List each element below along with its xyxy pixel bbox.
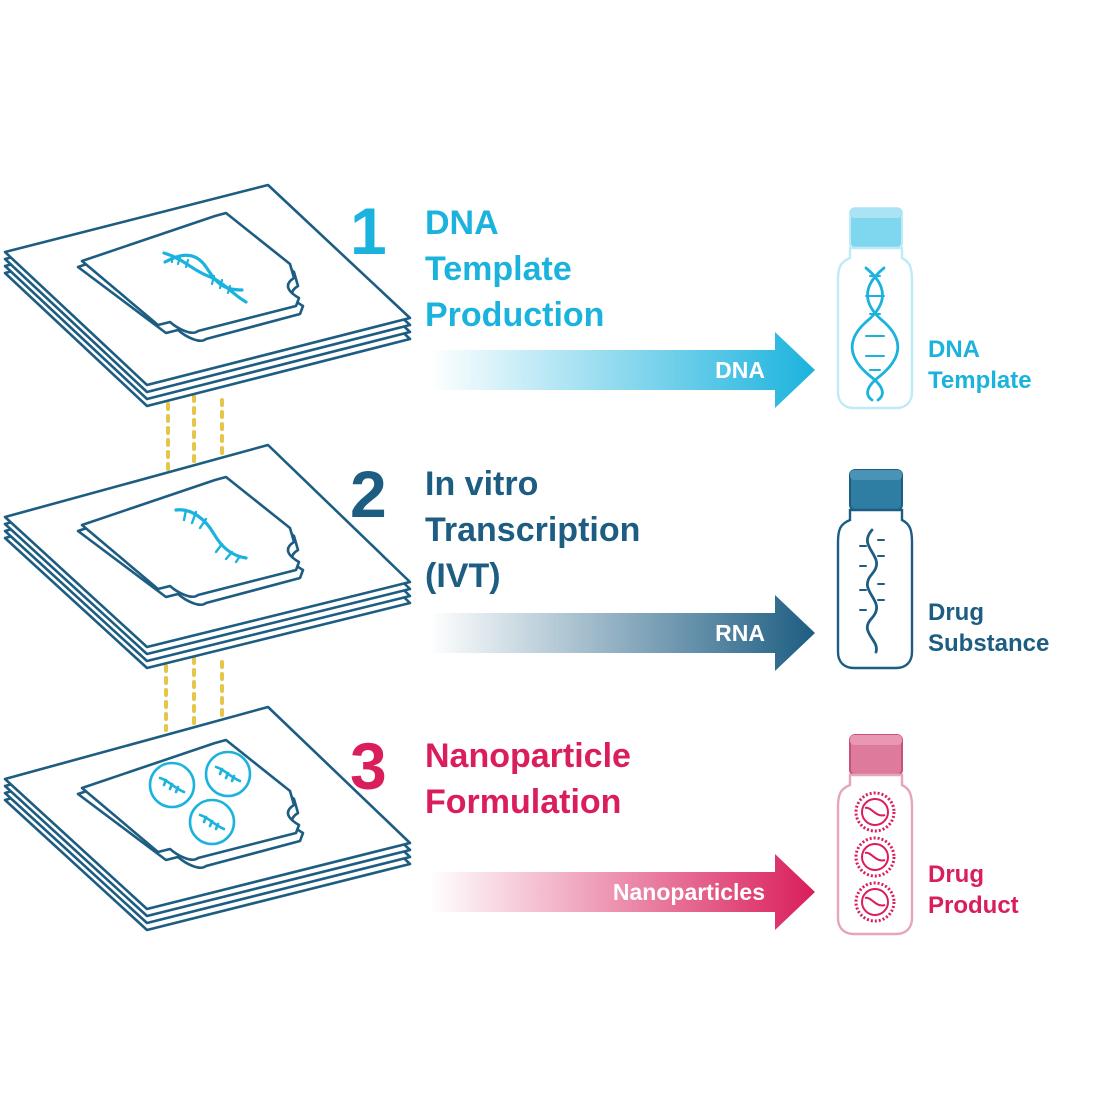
step-3-product: Drug Product	[928, 859, 1019, 921]
layer-1-plate	[3, 183, 412, 408]
dna-template-vial	[836, 207, 914, 410]
arrow-2-rna	[430, 595, 815, 671]
step-2-product-line-1: Drug	[928, 599, 984, 626]
step-3-title: Nanoparticle Formulation	[425, 733, 631, 825]
step-1-product-line-2: Template	[928, 367, 1032, 394]
drug-product-vial-nanoparticle-icon	[854, 791, 896, 923]
drug-substance-vial-rna-icon	[859, 528, 885, 654]
step-1-product: DNA Template	[928, 334, 1032, 396]
arrow-1-dna	[430, 332, 815, 408]
layer-3-plate	[3, 705, 412, 932]
arrow-3-label: Nanoparticles	[612, 879, 765, 905]
arrow-3-nanoparticles	[430, 854, 815, 930]
layer-3-nanoparticle-cluster-icon	[148, 750, 252, 846]
layer-2-plate	[3, 443, 412, 670]
drug-product-vial	[836, 734, 914, 936]
drug-substance-vial	[836, 469, 914, 670]
step-3-title-line-2: Formulation	[425, 783, 622, 821]
step-3-title-line-1: Nanoparticle	[425, 737, 631, 775]
step-1-product-line-1: DNA	[928, 336, 980, 363]
step-1-title: DNA Template Production	[425, 200, 604, 338]
step-1-title-line-1: DNA	[425, 204, 499, 242]
step-2-number: 2	[350, 457, 387, 531]
step-1-number: 1	[350, 194, 387, 268]
step-3-product-line-1: Drug	[928, 861, 984, 888]
step-3-number: 3	[350, 729, 387, 803]
step-2-title-line-3: (IVT)	[425, 557, 501, 595]
layer-2-rna-strand-icon	[174, 508, 248, 564]
step-1-title-line-2: Template	[425, 250, 572, 288]
dna-template-vial-helix-icon	[850, 266, 900, 402]
step-2-product-line-2: Substance	[928, 630, 1050, 657]
arrow-1-label: DNA	[715, 357, 765, 383]
step-2-title-line-1: In vitro	[425, 465, 539, 503]
layer-1-dna-double-helix-icon	[162, 251, 248, 304]
step-3-product-line-2: Product	[928, 892, 1019, 919]
step-2-product: Drug Substance	[928, 597, 1049, 659]
step-1-title-line-3: Production	[425, 296, 605, 334]
step-2-title-line-2: Transcription	[425, 511, 641, 549]
arrow-2-label: RNA	[715, 620, 765, 646]
step-2-title: In vitro Transcription (IVT)	[425, 461, 640, 599]
